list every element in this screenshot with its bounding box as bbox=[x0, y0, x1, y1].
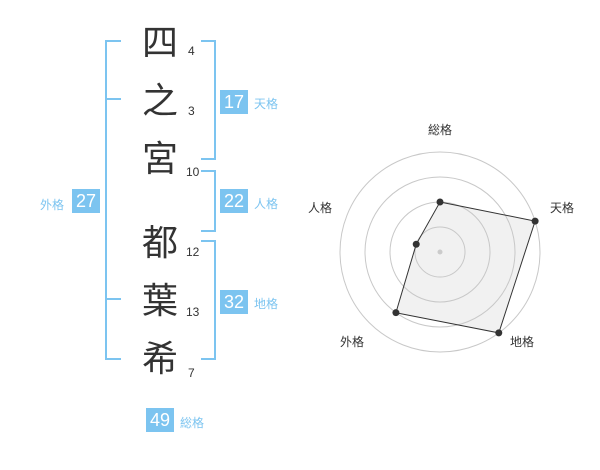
stroke-count-6: 7 bbox=[188, 366, 195, 380]
radar-point-2 bbox=[531, 217, 539, 225]
radar-axis-label-chikaku: 地格 bbox=[510, 335, 535, 349]
gaikaku-value: 27 bbox=[72, 189, 100, 213]
name-char-1: 四 bbox=[141, 23, 178, 64]
radar-data-polygon bbox=[395, 201, 536, 334]
stroke-count-4: 12 bbox=[186, 245, 200, 259]
chikaku-value: 32 bbox=[220, 290, 248, 314]
radar-point-4 bbox=[392, 309, 400, 317]
tenkaku-value: 17 bbox=[220, 90, 248, 114]
radar-point-1 bbox=[436, 198, 444, 206]
tenkaku-label: 天格 bbox=[254, 97, 279, 111]
radar-ring-4 bbox=[339, 151, 541, 353]
gaikaku-label: 外格 bbox=[40, 198, 65, 212]
stroke-count-1: 4 bbox=[188, 44, 195, 58]
radar-center-dot bbox=[437, 249, 443, 255]
name-char-5: 葉 bbox=[141, 281, 178, 322]
stroke-count-2: 3 bbox=[188, 104, 195, 118]
jinkaku-bracket bbox=[201, 170, 216, 232]
gaikaku-bracket bbox=[105, 40, 121, 360]
stroke-count-3: 10 bbox=[186, 165, 200, 179]
chikaku-label: 地格 bbox=[254, 297, 279, 311]
tenkaku-bracket bbox=[201, 40, 216, 160]
name-char-6: 希 bbox=[141, 339, 178, 380]
radar-point-5 bbox=[412, 240, 420, 248]
radar-axis-label-tenkaku: 天格 bbox=[550, 201, 575, 215]
radar-ring-3 bbox=[364, 176, 516, 328]
soukaku-value: 49 bbox=[146, 408, 174, 432]
radar-axis-label-jinkaku: 人格 bbox=[308, 201, 333, 215]
chikaku-bracket bbox=[201, 240, 216, 360]
stroke-count-5: 13 bbox=[186, 305, 200, 319]
name-char-4: 都 bbox=[141, 223, 178, 264]
name-char-3: 宮 bbox=[141, 139, 178, 180]
jinkaku-label: 人格 bbox=[254, 197, 279, 211]
radar-ring-1 bbox=[414, 226, 466, 278]
name-char-2: 之 bbox=[141, 81, 178, 122]
radar-axis-label-soukaku: 総格 bbox=[428, 123, 453, 137]
radar-axis-label-gaikaku: 外格 bbox=[340, 335, 365, 349]
soukaku-label: 総格 bbox=[180, 416, 205, 430]
jinkaku-value: 22 bbox=[220, 189, 248, 213]
radar-point-3 bbox=[495, 329, 503, 337]
